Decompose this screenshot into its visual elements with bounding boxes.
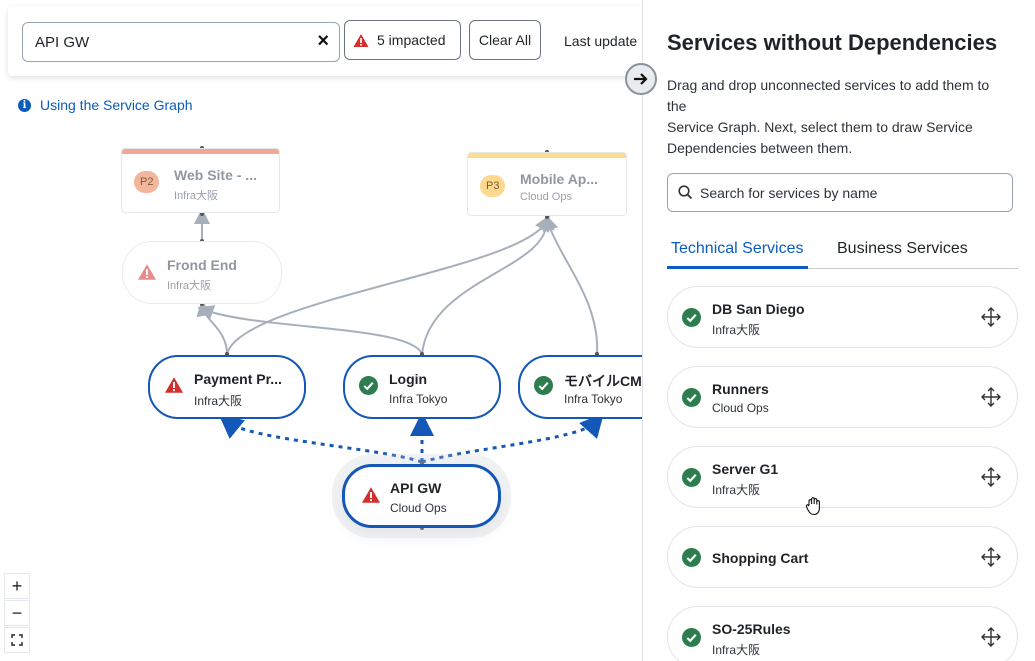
service-item-runners[interactable]: Runners Cloud Ops: [667, 366, 1018, 428]
panel-description: Drag and drop unconnected services to ad…: [667, 75, 1012, 159]
service-item-server-g1[interactable]: Server G1 Infra大阪: [667, 446, 1018, 508]
description-line: Service Graph. Next, select them to draw…: [667, 119, 973, 135]
service-graph-help-link[interactable]: i Using the Service Graph: [18, 97, 193, 113]
move-icon[interactable]: [981, 467, 1001, 487]
node-team: Infra大阪: [194, 394, 243, 408]
node-payment[interactable]: Payment Pr... Infra大阪: [148, 355, 306, 419]
node-name: モバイルCMS: [564, 373, 642, 389]
node-mobile-cms[interactable]: モバイルCMS Infra Tokyo: [518, 355, 642, 419]
node-mobile-app[interactable]: P3 Mobile Ap... Cloud Ops: [467, 152, 627, 216]
edge-login-mobile: [421, 214, 555, 355]
edge-apigw-mobilecms: [421, 413, 605, 464]
graph-toolbar: API GW × 5 impacted Clear All Last updat…: [8, 6, 642, 76]
move-icon[interactable]: [981, 627, 1001, 647]
tab-technical-services[interactable]: Technical Services: [667, 240, 807, 269]
priority-bar: [122, 149, 279, 154]
node-team: Infra大阪: [174, 190, 219, 202]
service-name: DB San Diego: [712, 301, 805, 317]
service-item-db-san-diego[interactable]: DB San Diego Infra大阪: [667, 286, 1018, 348]
search-icon: [678, 185, 693, 200]
service-search-input[interactable]: API GW ×: [22, 22, 340, 62]
edge-apigw-payment: [218, 414, 423, 464]
service-team: Infra大阪: [712, 483, 761, 497]
node-website[interactable]: P2 Web Site - ... Infra大阪: [121, 148, 280, 213]
check-circle-icon: [534, 376, 553, 395]
check-circle-icon: [359, 376, 378, 395]
services-without-dependencies-panel: Services without Dependencies Drag and d…: [642, 0, 1035, 661]
graph-edges: [194, 146, 605, 530]
priority-bar: [468, 153, 626, 158]
node-name: Login: [389, 371, 428, 387]
check-circle-icon: [682, 308, 701, 327]
check-circle-icon: [682, 468, 701, 487]
warning-icon: [353, 33, 369, 47]
service-name: Server G1: [712, 461, 779, 477]
panel-search-input[interactable]: Search for services by name: [667, 173, 1013, 212]
node-team: Infra大阪: [167, 280, 212, 292]
node-frond-end[interactable]: Frond End Infra大阪: [122, 241, 282, 304]
info-icon: i: [18, 98, 31, 112]
help-link-label: Using the Service Graph: [40, 97, 193, 113]
move-icon[interactable]: [981, 387, 1001, 407]
tab-business-services[interactable]: Business Services: [837, 240, 968, 257]
description-line: Drag and drop unconnected services to ad…: [667, 77, 990, 93]
service-graph-canvas[interactable]: API GW × 5 impacted Clear All Last updat…: [0, 0, 642, 661]
edge-login-frontend: [197, 305, 423, 355]
node-name: API GW: [390, 480, 442, 496]
priority-badge: P2: [134, 171, 160, 193]
description-line: Dependencies between them.: [667, 140, 853, 156]
node-name: Web Site - ...: [174, 167, 257, 183]
service-team: Cloud Ops: [712, 401, 769, 415]
service-team: Infra大阪: [712, 323, 761, 337]
clear-all-button[interactable]: Clear All: [469, 20, 541, 60]
node-team: Infra Tokyo: [389, 392, 448, 406]
search-placeholder: Search for services by name: [700, 185, 878, 201]
service-team: Infra大阪: [712, 643, 761, 657]
service-type-tabs: Technical Services Business Services: [667, 238, 1018, 269]
grab-cursor-icon: [805, 497, 820, 516]
service-name: SO-25Rules: [712, 621, 791, 637]
description-line: the: [667, 98, 687, 114]
check-circle-icon: [682, 548, 701, 567]
node-team: Infra Tokyo: [564, 392, 623, 406]
edge-mobilecms-mobile: [542, 214, 599, 355]
node-api-gw[interactable]: API GW Cloud Ops: [342, 464, 501, 528]
panel-title: Services without Dependencies: [667, 30, 998, 55]
service-name: Runners: [712, 381, 769, 397]
zoom-in-button[interactable]: +: [4, 573, 30, 599]
service-item-so-25rules[interactable]: SO-25Rules Infra大阪: [667, 606, 1018, 661]
fit-view-icon: [11, 634, 23, 646]
impacted-label: 5 impacted: [377, 32, 446, 48]
arrow-right-icon: [634, 73, 648, 85]
last-update-label: Last update: [564, 33, 638, 49]
edge-payment-mobile: [226, 214, 550, 355]
clear-all-label: Clear All: [478, 32, 532, 48]
clear-search-icon[interactable]: ×: [317, 30, 329, 52]
node-team: Cloud Ops: [520, 191, 572, 203]
node-team: Cloud Ops: [390, 501, 447, 515]
warning-icon: [138, 264, 156, 280]
search-value: API GW: [35, 34, 90, 51]
node-name: Payment Pr...: [194, 371, 282, 387]
fit-view-button[interactable]: [4, 627, 30, 653]
collapse-panel-button[interactable]: [625, 63, 657, 95]
warning-icon: [362, 487, 380, 503]
check-circle-icon: [682, 628, 701, 647]
zoom-out-button[interactable]: −: [4, 600, 30, 626]
warning-icon: [165, 377, 183, 393]
node-login[interactable]: Login Infra Tokyo: [343, 355, 501, 419]
impacted-filter-button[interactable]: 5 impacted: [344, 20, 461, 60]
node-name: Frond End: [167, 257, 237, 273]
move-icon[interactable]: [981, 307, 1001, 327]
service-item-shopping-cart[interactable]: Shopping Cart: [667, 526, 1018, 588]
priority-badge: P3: [480, 175, 506, 197]
service-name: Shopping Cart: [712, 550, 809, 566]
move-icon[interactable]: [981, 547, 1001, 567]
node-name: Mobile Ap...: [520, 171, 599, 187]
check-circle-icon: [682, 388, 701, 407]
